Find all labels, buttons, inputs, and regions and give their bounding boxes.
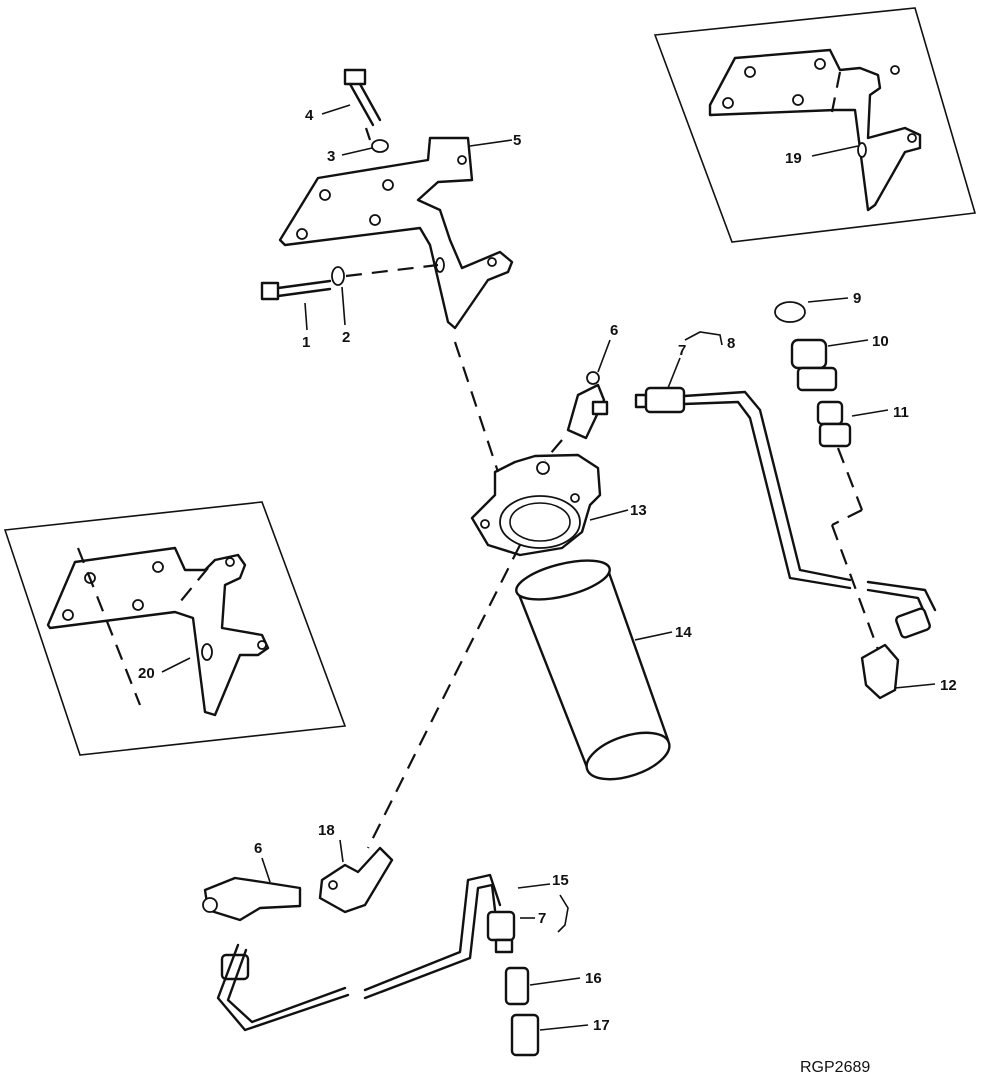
washer-2 bbox=[331, 266, 345, 286]
filter-head-13 bbox=[470, 453, 602, 557]
fitting-17 bbox=[510, 1013, 540, 1057]
fuel-line-8 bbox=[634, 386, 937, 639]
fitting-10 bbox=[790, 338, 838, 392]
callout-20: 20 bbox=[138, 665, 155, 682]
washer-3 bbox=[371, 139, 389, 153]
callout-8: 8 bbox=[727, 335, 735, 352]
callout-18: 18 bbox=[318, 822, 335, 839]
fitting-6-bottom bbox=[202, 876, 302, 922]
fitting-11 bbox=[816, 400, 852, 448]
mounting-bracket-5 bbox=[278, 136, 514, 330]
filter-element-14 bbox=[515, 559, 671, 781]
leader-lines bbox=[261, 104, 936, 1031]
callout-12: 12 bbox=[940, 677, 957, 694]
callout-10: 10 bbox=[872, 333, 889, 350]
callout-5: 5 bbox=[513, 132, 521, 149]
fitting-6-top bbox=[566, 371, 609, 440]
callout-labels: 1 2 3 4 5 6 7 8 9 10 11 12 13 14 15 7 16… bbox=[138, 107, 957, 1034]
inset-panel-bracket-20 bbox=[3, 501, 347, 756]
callout-11: 11 bbox=[893, 404, 909, 421]
callout-9: 9 bbox=[853, 290, 861, 307]
elbow-12 bbox=[860, 643, 900, 700]
callout-19: 19 bbox=[785, 150, 802, 167]
o-ring-9 bbox=[774, 301, 806, 323]
callout-16: 16 bbox=[585, 970, 602, 987]
bolt-1 bbox=[260, 279, 332, 301]
centerline-head-elbow bbox=[367, 544, 521, 849]
fuel-line-15 bbox=[216, 873, 516, 1032]
centerline-bracket-head bbox=[453, 341, 500, 473]
callout-17: 17 bbox=[593, 1017, 610, 1034]
callout-3: 3 bbox=[327, 148, 335, 165]
callout-2: 2 bbox=[342, 329, 350, 346]
callout-1: 1 bbox=[302, 334, 310, 351]
bolt-4 bbox=[343, 68, 382, 127]
elbow-fitting-18 bbox=[318, 846, 394, 914]
callout-6-top: 6 bbox=[610, 322, 618, 339]
callout-7-top: 7 bbox=[678, 342, 686, 359]
callout-4: 4 bbox=[305, 107, 314, 124]
callout-6-bottom: 6 bbox=[254, 840, 262, 857]
callout-14: 14 bbox=[675, 624, 692, 641]
fitting-16 bbox=[504, 966, 530, 1006]
callout-7-bottom: 7 bbox=[538, 910, 546, 927]
inset-panel-bracket-19 bbox=[653, 7, 977, 243]
callout-15: 15 bbox=[552, 872, 569, 889]
figure-code: RGP2689 bbox=[800, 1059, 870, 1076]
callout-13: 13 bbox=[630, 502, 647, 519]
